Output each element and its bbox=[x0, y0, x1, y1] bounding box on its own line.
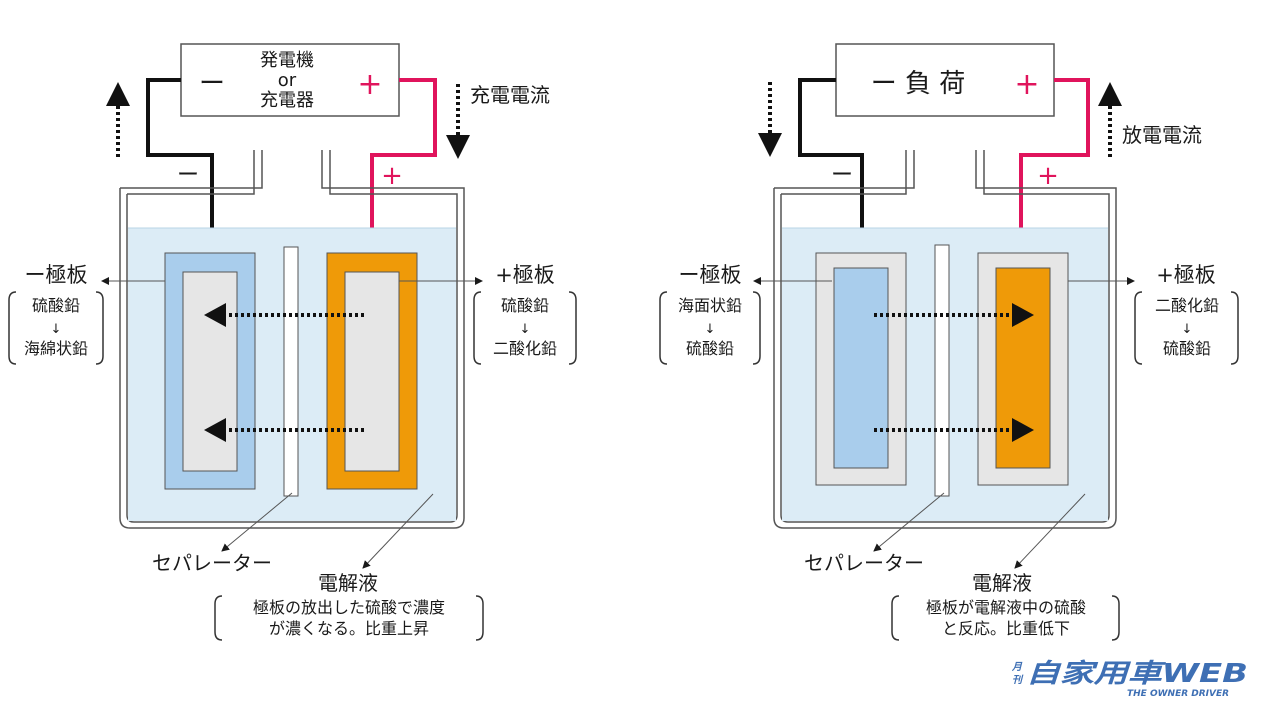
negative-plate-bracket-left-discharge bbox=[659, 291, 668, 365]
brand-badge-line2: 刊 bbox=[1012, 674, 1024, 686]
charger-box bbox=[180, 43, 400, 117]
electrolyte-note-line1: 極板の放出した硫酸で濃度 bbox=[253, 598, 445, 617]
electrolyte-title: 電解液 bbox=[318, 571, 378, 595]
electrolyte-note-line1-discharge: 極板が電解液中の硫酸 bbox=[926, 598, 1086, 617]
charge-current-label: 充電電流 bbox=[470, 83, 550, 107]
positive-plate-bracket-right-discharge bbox=[1230, 291, 1239, 365]
load-box bbox=[835, 43, 1055, 117]
discharge-arrow-left-head bbox=[758, 133, 782, 157]
battery-tank-left-lid-discharge bbox=[774, 150, 915, 195]
battery-tank-inner bbox=[126, 150, 458, 523]
electrolyte-bracket-left-discharge bbox=[891, 595, 900, 641]
discharge-current-label: 放電電流 bbox=[1122, 123, 1202, 147]
load-plus-terminal: + bbox=[1014, 67, 1039, 102]
negative-plate-bracket-right bbox=[95, 291, 104, 365]
electrolyte-bracket-right bbox=[475, 595, 484, 641]
ion-arrow-top-head bbox=[204, 303, 226, 327]
negative-plate-from: 硫酸鉛 bbox=[32, 296, 80, 315]
charging-diagram: 発電機 or 充電器 ー + 充電電流 ー + ー極板 bbox=[8, 43, 577, 641]
positive-plate-core bbox=[344, 271, 400, 472]
tank-plus-sign-discharge: + bbox=[1037, 161, 1059, 191]
electrolyte-bracket-left bbox=[214, 595, 223, 641]
battery-tank-outer bbox=[119, 150, 465, 529]
separator bbox=[283, 246, 299, 497]
charger-label-line3: 充電器 bbox=[260, 90, 314, 111]
positive-plate-to-discharge: 硫酸鉛 bbox=[1163, 339, 1211, 358]
battery-tank-inner-discharge bbox=[780, 150, 1110, 523]
positive-plate-bracket-left-discharge bbox=[1134, 291, 1143, 365]
negative-plate-title: ー極板 bbox=[25, 263, 88, 287]
electrolyte-bracket-right-discharge bbox=[1111, 595, 1120, 641]
brand-logo: 月 刊 自家用車WEB THE OWNER DRIVER bbox=[1011, 659, 1248, 699]
positive-plate-title: +極板 bbox=[495, 263, 555, 287]
negative-plate-title-discharge: ー極板 bbox=[679, 263, 742, 287]
positive-plate-bracket-left bbox=[473, 291, 482, 365]
ion-arrow-bottom-discharge-head bbox=[1012, 418, 1034, 442]
brand-badge-line1: 月 bbox=[1011, 661, 1023, 673]
negative-plate-bracket-left bbox=[8, 291, 17, 365]
current-arrow-right-head bbox=[446, 135, 470, 159]
positive-plate-arrow-discharge: ↓ bbox=[1182, 322, 1193, 337]
tank-minus-sign: ー bbox=[177, 163, 199, 188]
tank-plus-sign: + bbox=[381, 161, 403, 191]
positive-plate-arrow: ↓ bbox=[520, 322, 531, 337]
negative-plate-core bbox=[182, 271, 238, 472]
charger-minus-terminal: ー bbox=[199, 69, 225, 99]
current-arrow-left-head bbox=[106, 82, 130, 106]
separator-label-discharge: セパレーター bbox=[804, 551, 924, 575]
charger-label-line1: 発電機 bbox=[260, 50, 314, 71]
battery-tank-left-lid bbox=[120, 150, 263, 195]
brand-tagline: THE OWNER DRIVER bbox=[1127, 689, 1229, 699]
positive-plate-bracket-right bbox=[568, 291, 577, 365]
load-label: ー 負 荷 bbox=[871, 69, 966, 99]
discharging-diagram: ー 負 荷 + 放電電流 ー + ー極板 海面状鉛 ↓ 硫酸鉛 +極板 bbox=[659, 43, 1239, 641]
negative-plate-to-discharge: 硫酸鉛 bbox=[686, 339, 734, 358]
negative-plate-to: 海綿状鉛 bbox=[24, 339, 88, 358]
negative-plate-arrow: ↓ bbox=[51, 322, 62, 337]
positive-plate-title-discharge: +極板 bbox=[1156, 263, 1216, 287]
separator-label: セパレーター bbox=[152, 551, 272, 575]
ion-arrow-bottom-head bbox=[204, 418, 226, 442]
negative-plate-core-discharge bbox=[833, 267, 889, 469]
negative-plate-from-discharge: 海面状鉛 bbox=[678, 296, 742, 315]
tank-minus-sign-discharge: ー bbox=[831, 163, 853, 188]
negative-plate-arrow-discharge: ↓ bbox=[705, 322, 716, 337]
positive-plate-from: 硫酸鉛 bbox=[501, 296, 549, 315]
brand-name: 自家用車WEB bbox=[1026, 659, 1248, 689]
positive-plate-to: 二酸化鉛 bbox=[493, 339, 557, 358]
charger-label-line2: or bbox=[278, 70, 297, 91]
separator-discharge bbox=[934, 244, 950, 497]
battery-tank-outer-discharge bbox=[773, 150, 1117, 529]
negative-plate-bracket-right-discharge bbox=[752, 291, 761, 365]
discharge-arrow-right-head bbox=[1098, 82, 1122, 106]
ion-arrow-top-discharge-head bbox=[1012, 303, 1034, 327]
positive-plate-from-discharge: 二酸化鉛 bbox=[1155, 296, 1219, 315]
electrolyte-title-discharge: 電解液 bbox=[972, 571, 1032, 595]
positive-plate-core-discharge bbox=[995, 267, 1051, 469]
electrolyte-note-line2-discharge: と反応。比重低下 bbox=[942, 619, 1070, 638]
charger-plus-terminal: + bbox=[357, 67, 382, 102]
electrolyte-note-line2: が濃くなる。比重上昇 bbox=[269, 619, 429, 638]
